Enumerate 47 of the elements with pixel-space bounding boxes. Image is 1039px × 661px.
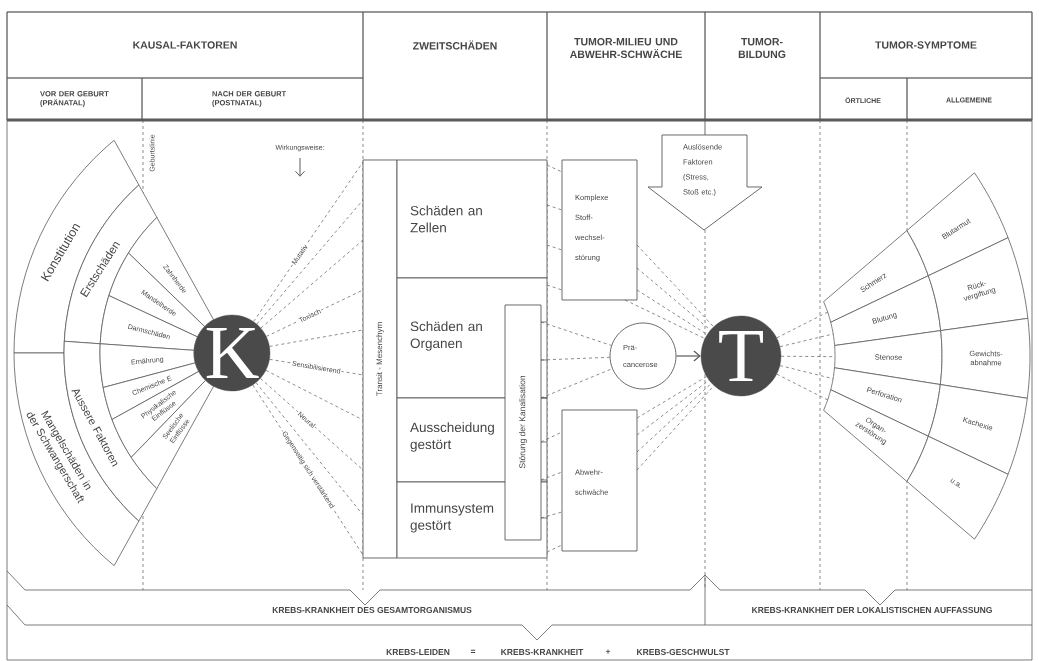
dashed-line (546, 204, 563, 211)
dashed-line (255, 382, 364, 516)
dashed-line (636, 382, 712, 453)
equation-term: KREBS-KRANKHEIT (501, 649, 584, 655)
header-cell: ZWEITSCHÄDEN (362, 11, 548, 121)
equation-term: KREBS-LEIDEN (386, 649, 450, 655)
text-box: Transit - Mesenchym (362, 159, 398, 559)
bracket-label: KREBS-KRANKHEIT DES GESAMTORGANISMUS (272, 607, 472, 613)
dashed-line (546, 544, 563, 553)
header-cell: TUMOR-MILIEU UND ABWEHR-SCHWÄCHE (546, 11, 706, 121)
dashed-line (265, 370, 364, 421)
dashed-line (540, 321, 612, 346)
dashed-line (636, 385, 715, 471)
arrow (675, 350, 701, 362)
equation-term: KREBS-GESCHWULST (637, 649, 730, 655)
dashed-line (253, 161, 364, 322)
text-box: Störung der Kanalisation (504, 304, 548, 541)
dashed-line (636, 244, 714, 327)
dashed-line (624, 299, 706, 339)
dashed-line (540, 471, 563, 481)
dashed-line (546, 164, 563, 173)
dashed-line (636, 267, 711, 331)
dashed-line (776, 311, 828, 339)
dashed-line (540, 356, 610, 361)
header-cell: KAUSAL-FAKTOREN (6, 11, 364, 79)
equation-sign: + (605, 649, 611, 654)
dashed-line (260, 378, 364, 471)
dashed-line (540, 511, 563, 519)
dashed-line (546, 284, 563, 291)
header-cell: TUMOR-SYMPTOME (819, 11, 1033, 79)
dashed-line (540, 368, 613, 399)
dashed-line (779, 333, 834, 347)
bracket-label: KREBS-KRANKHEIT DER LOKALISTISCHEN AUFFASSUNG (752, 607, 992, 613)
dashed-line (636, 289, 708, 335)
dashed-line (269, 329, 364, 347)
equation-sign: = (470, 649, 476, 653)
dashed-line (260, 239, 364, 329)
dashed-line (636, 376, 707, 419)
dashed-line (540, 431, 563, 443)
dashed-line (636, 379, 710, 436)
dashed-line (779, 365, 834, 380)
text-box: Schäden an Zellen (396, 159, 548, 279)
dashed-line (776, 373, 828, 401)
dashed-line (266, 289, 364, 337)
dashed-line (546, 244, 563, 251)
header-cell: TUMOR- BILDUNG (704, 11, 821, 121)
dashed-line (256, 199, 364, 325)
